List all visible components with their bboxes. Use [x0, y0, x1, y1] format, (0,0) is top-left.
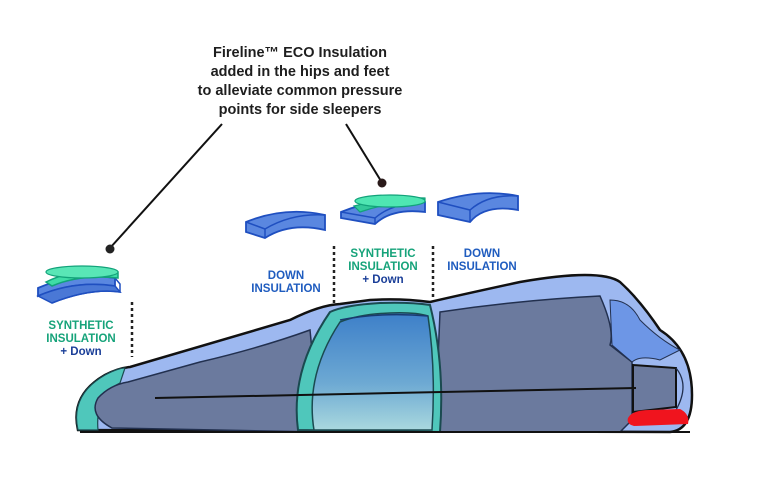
callout-line: Fireline™ ECO Insulation	[212, 45, 388, 61]
zone-title-line: DOWN	[463, 248, 501, 260]
panel-synthetic-down-feet	[36, 265, 122, 304]
zone-title-line: INSULATION	[348, 261, 418, 273]
zone-subtitle: + Down	[362, 274, 404, 286]
sleeping-bag	[75, 273, 694, 434]
zone-subtitle: + Down	[60, 346, 102, 358]
zipper-pull	[627, 409, 689, 426]
leader-dot-feet	[105, 244, 115, 254]
callout-line: points for side sleepers	[218, 102, 382, 118]
zone-title-line: INSULATION	[251, 283, 321, 295]
bag-face-opening	[632, 363, 677, 414]
bag-inner-liner-torso	[434, 295, 633, 433]
leader-dot-hips	[377, 178, 387, 188]
zone-label-lower-legs: DOWN INSULATION	[248, 270, 324, 296]
callout-text: Fireline™ ECO Insulation added in the hi…	[180, 44, 420, 120]
zone-title-line: INSULATION	[46, 333, 116, 345]
bag-hood	[609, 299, 682, 363]
callout-line: added in the hips and feet	[210, 64, 390, 80]
zone-title-line: SYNTHETIC	[48, 320, 114, 332]
zone-title-line: SYNTHETIC	[350, 248, 416, 260]
zone-label-torso: DOWN INSULATION	[444, 248, 520, 274]
zone-label-hips: SYNTHETIC INSULATION + Down	[340, 248, 426, 287]
panel-down-torso	[437, 192, 519, 223]
zone-title-line: DOWN	[267, 270, 305, 282]
leader-line-feet	[109, 123, 223, 249]
panel-down-lower-legs	[245, 210, 326, 239]
leader-line-hips	[345, 123, 382, 182]
callout-line: to alleviate common pressure	[197, 83, 403, 99]
zone-label-feet: SYNTHETIC INSULATION + Down	[38, 320, 124, 359]
zone-title-line: INSULATION	[447, 261, 517, 273]
bag-zipper-line	[154, 387, 637, 399]
bag-inner-liner-legs	[94, 328, 321, 433]
bag-hip-inner	[311, 312, 435, 431]
panel-synthetic-down-hips	[340, 194, 426, 225]
